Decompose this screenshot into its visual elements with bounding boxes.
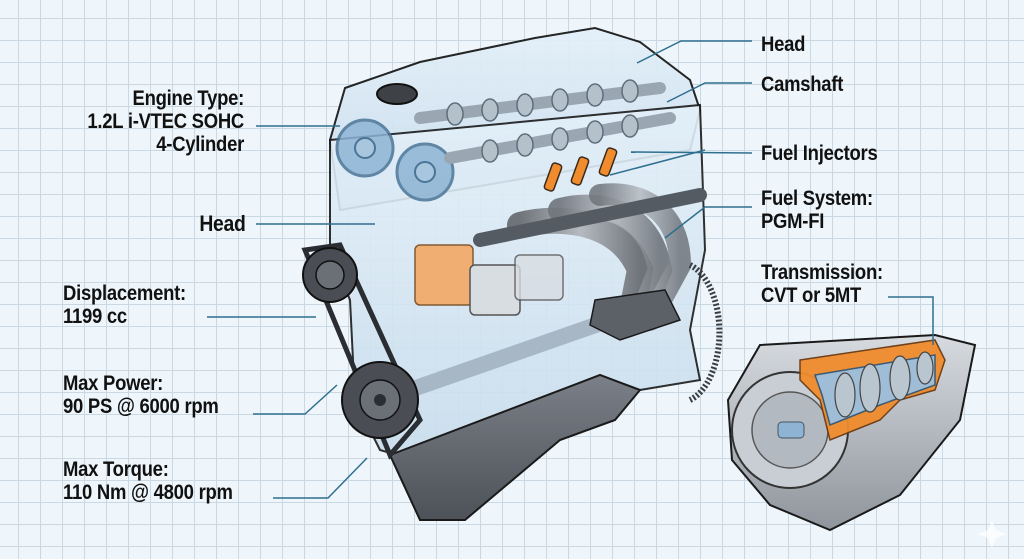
engine-type-line1: 1.2L i-VTEC SOHC [87,110,244,133]
max-power-value: 90 PS @ 6000 rpm [63,395,219,418]
engine-type-title: Engine Type: [132,87,245,110]
label-fuel-system: Fuel System: PGM-FI [761,187,873,233]
leader-max-power [253,384,338,415]
transmission-value: CVT or 5MT [761,284,862,307]
max-torque-value: 110 Nm @ 4800 rpm [63,481,233,504]
pulley-bolt [374,394,386,406]
engine-type-line2: 4-Cylinder [156,133,244,156]
label-transmission: Transmission: CVT or 5MT [761,261,883,307]
label-max-torque: Max Torque: 110 Nm @ 4800 rpm [63,458,233,504]
label-head-left: Head [199,211,247,236]
fuel-injectors [543,147,618,192]
cam-lobes [446,79,639,163]
cam-gear-hub [354,137,376,159]
fuel-injectors-title: Fuel Injectors [761,142,878,165]
crankshaft [402,312,618,398]
displacement-title: Displacement: [63,282,186,305]
fuel-system-title: Fuel System: [761,187,873,210]
engine-block [301,26,723,521]
manifold-flange [589,289,682,341]
leader-transmission [888,296,934,345]
max-power-title: Max Power: [63,372,164,395]
fuel-system-value: PGM-FI [761,210,825,233]
displacement-value: 1199 cc [63,305,127,328]
label-displacement: Displacement: 1199 cc [63,282,186,328]
max-torque-title: Max Torque: [63,458,169,481]
head-left-title: Head [199,211,247,236]
leader-head-right [636,40,752,64]
label-max-power: Max Power: 90 PS @ 6000 rpm [63,372,219,418]
label-camshaft: Camshaft [761,73,843,96]
label-head-right: Head [761,33,805,56]
transmission-title: Transmission: [761,261,883,284]
leader-fuel-injectors-1 [630,151,753,154]
flywheel [688,262,723,403]
transmission-illustration [726,333,977,532]
oil-filler-cap [376,83,418,105]
oil-pan [388,373,642,521]
cam-gear-hub [414,161,436,183]
camshaft-title: Camshaft [761,73,844,96]
sparkle-icon [978,520,1006,548]
label-engine-type: Engine Type: 1.2L i-VTEC SOHC 4-Cylinder [87,87,244,156]
leader-camshaft [666,82,752,103]
leader-lines [207,40,934,499]
head-right-title: Head [761,33,806,56]
input-shaft [777,421,805,439]
leader-fuel-system [664,206,752,239]
gears [834,351,934,418]
exhaust-manifold [473,183,707,333]
leader-fuel-injectors-2 [609,149,706,176]
leader-max-torque [273,457,368,499]
pulley-hub [315,260,345,290]
pistons [414,244,564,316]
label-fuel-injectors: Fuel Injectors [761,142,878,165]
